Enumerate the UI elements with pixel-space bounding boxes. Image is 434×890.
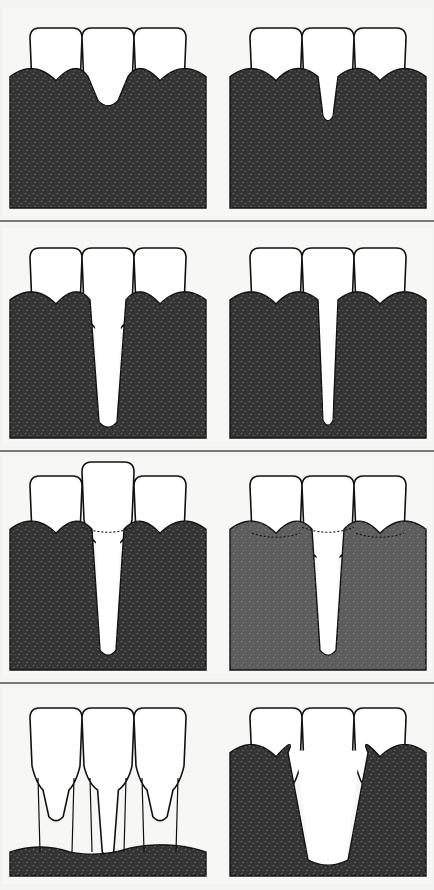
panel-2 [2,228,432,446]
gingiva-group [230,745,426,876]
gingiva-group [10,521,206,670]
gingiva-group [230,521,426,670]
gingiva-group [230,292,426,438]
panel-1 [2,8,432,216]
diagram-right [230,708,426,876]
gingiva-group [230,69,426,208]
gingiva-group [10,292,206,438]
gingiva-group [10,69,206,208]
panel-3 [2,456,432,678]
panels [0,8,434,884]
diagram-right [230,28,426,208]
diagram-right [230,248,426,438]
diagram-left [10,248,206,438]
diagram-right [230,476,426,670]
diagram-left [10,462,206,670]
panel-4 [2,688,432,884]
diagram-left [10,28,206,208]
